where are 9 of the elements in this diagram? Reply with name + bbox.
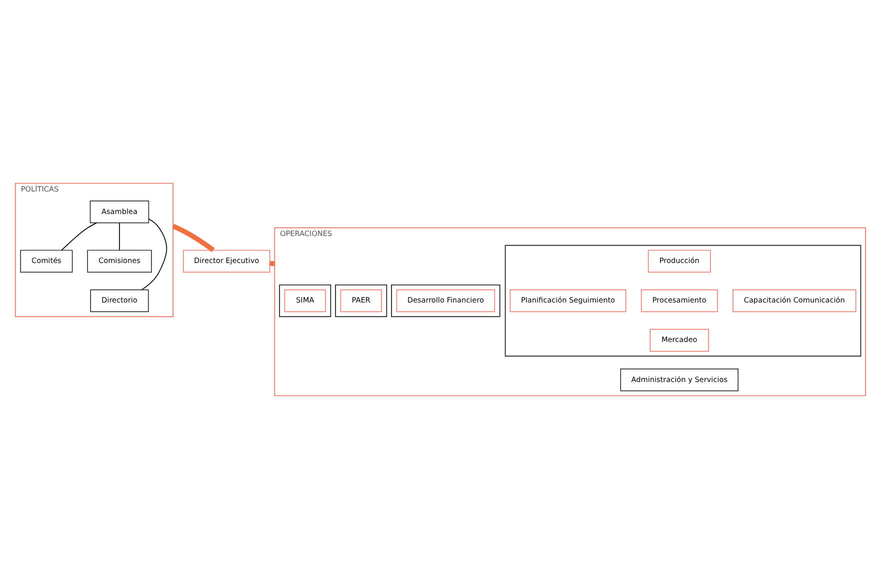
connector — [141, 218, 168, 290]
cluster — [504, 244, 862, 356]
connector — [61, 222, 97, 250]
connector — [119, 222, 120, 250]
connector — [172, 223, 215, 252]
cluster — [279, 284, 332, 317]
connector — [270, 260, 275, 266]
cluster — [335, 284, 388, 317]
cluster — [391, 284, 500, 317]
